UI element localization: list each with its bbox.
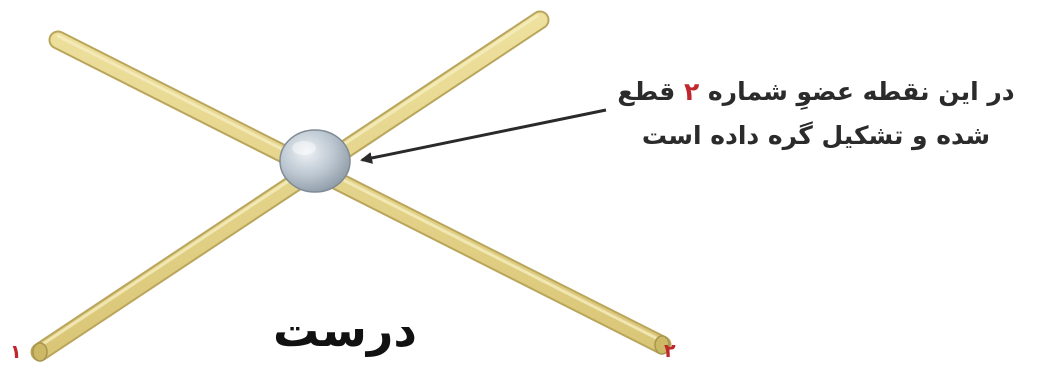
member-number: ۲ [684, 77, 699, 106]
joint-annotation: در این نقطه عضوِ شماره ۲ قطع شده و تشکیل… [600, 70, 1032, 158]
annotation-text-before: در این نقطه عضوِ شماره [708, 77, 1015, 106]
annotation-line-1: در این نقطه عضوِ شماره ۲ قطع [600, 70, 1032, 114]
member-1-end-cap [33, 343, 47, 361]
member-2-rod [58, 36, 662, 345]
annotation-line-2: شده و تشکیل گره داده است [600, 114, 1032, 158]
joint-node [280, 130, 350, 192]
member-2-label: ۲ [664, 340, 676, 362]
verdict-label: درست [255, 300, 435, 360]
member-1-label: ۱ [10, 341, 22, 363]
annotation-text-after: قطع [617, 77, 675, 106]
